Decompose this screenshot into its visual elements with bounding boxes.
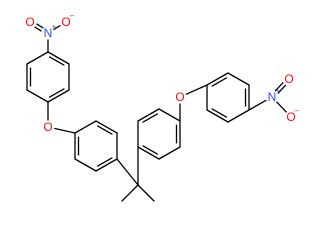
atom-symbol: N (268, 90, 277, 104)
double-bond-inner (142, 113, 159, 123)
atom-o-nitro-right-1: O (284, 72, 293, 86)
atom-symbol: O (284, 72, 293, 86)
double-bond-inner (211, 108, 228, 118)
double-bond-outer (95, 120, 118, 134)
single-bond (26, 51, 49, 65)
single-bond (158, 146, 181, 160)
double-bond-outer (95, 158, 118, 172)
double-bond-a (277, 84, 287, 94)
single-bond (53, 24, 61, 31)
double-bond-inner (96, 157, 113, 167)
single-bond (74, 158, 97, 172)
atom-o-nitro-right-2: O− (286, 107, 299, 125)
atom-symbol: O (43, 120, 52, 134)
atom-o-ether-left: O (43, 120, 52, 134)
double-bond-inner (142, 145, 159, 155)
bond-layer (26, 23, 287, 202)
single-bond (137, 184, 155, 202)
atom-symbol: O (61, 15, 70, 29)
atom-o-nitro-left-1: O (25, 15, 34, 29)
double-bond-inner (48, 56, 65, 66)
atom-symbol: O (286, 110, 295, 124)
double-bond-inner (211, 77, 228, 87)
atom-n-nitro-right: N+ (268, 87, 281, 105)
atom-symbol: N (44, 26, 53, 40)
double-bond-inner (48, 88, 65, 98)
atom-charge: + (52, 23, 57, 32)
double-bond-outer (47, 51, 70, 65)
single-bond (185, 84, 208, 95)
double-bond-outer (137, 108, 160, 122)
double-bond-b (34, 26, 42, 32)
atom-symbol: O (25, 15, 34, 29)
single-bond (276, 101, 287, 113)
double-bond-b (274, 82, 284, 92)
atom-charge: − (70, 12, 75, 21)
double-bond-a (36, 23, 44, 29)
single-bond (227, 109, 250, 123)
atom-symbol: O (175, 90, 184, 104)
single-bond (248, 99, 267, 111)
single-bond (121, 184, 139, 202)
single-bond (158, 108, 181, 122)
atom-charge: + (276, 87, 281, 96)
atom-o-nitro-left-2: O− (61, 12, 74, 30)
single-bond (227, 72, 250, 86)
double-bond-outer (206, 109, 229, 123)
double-bond-outer (206, 72, 229, 86)
double-bond-outer (47, 89, 70, 103)
single-bond (74, 120, 97, 134)
double-bond-outer (137, 146, 160, 160)
atom-charge: − (295, 107, 300, 116)
single-bond (116, 158, 139, 186)
single-bond (26, 89, 49, 103)
single-bond (54, 127, 76, 134)
double-bond-inner (96, 125, 113, 135)
atom-o-ether-right: O (175, 90, 184, 104)
atom-n-nitro-left: N+ (44, 23, 57, 41)
